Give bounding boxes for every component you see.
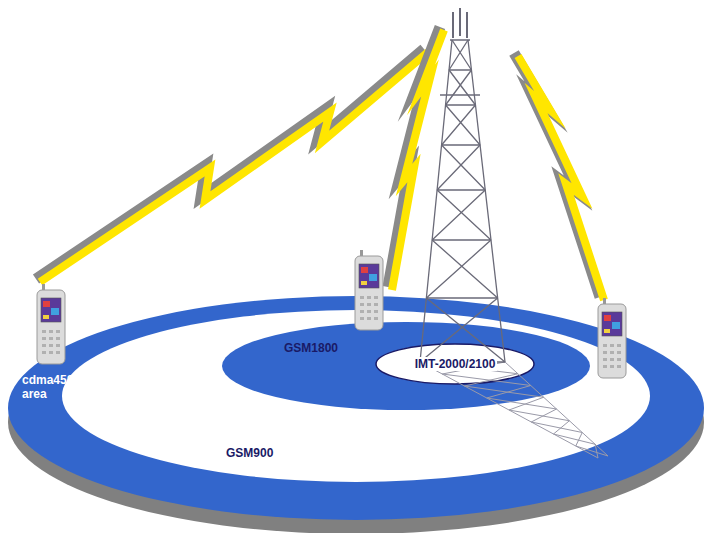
lightning-bolt — [392, 30, 444, 290]
area-label: IMT-2000/2100 — [413, 357, 498, 371]
ellipse-fill — [8, 296, 704, 520]
ellipse-fill — [376, 344, 534, 384]
tower-reflection — [420, 362, 608, 458]
coverage-ring: IMT-2000/2100 GSM1800GSM900 — [62, 310, 650, 482]
lightning-bolt — [518, 56, 604, 300]
lightning-bolts — [36, 27, 604, 300]
ellipse-fill — [222, 322, 590, 410]
area-label: cdma450 coverage area — [22, 373, 132, 401]
mobile-phone — [37, 284, 65, 364]
ellipse-fill — [62, 310, 650, 482]
lightning-bolt — [40, 52, 428, 282]
bolt-shadow — [514, 53, 600, 297]
mobile-phone — [355, 250, 383, 330]
bolt-shadow — [36, 49, 424, 279]
coverage-area: IMT-2000/2100 GSM1800GSM900 cdma450 covera… — [8, 296, 704, 520]
bolt-shadow — [388, 27, 440, 287]
coverage-core: IMT-2000/2100 — [375, 343, 535, 385]
area-label: GSM900 — [226, 446, 273, 460]
mobile-phone — [598, 298, 626, 378]
antenna-tower — [420, 8, 505, 362]
antenna-rods — [453, 8, 467, 38]
coverage-ring: IMT-2000/2100 GSM1800 — [222, 322, 590, 410]
area-label: GSM1800 — [284, 341, 338, 355]
